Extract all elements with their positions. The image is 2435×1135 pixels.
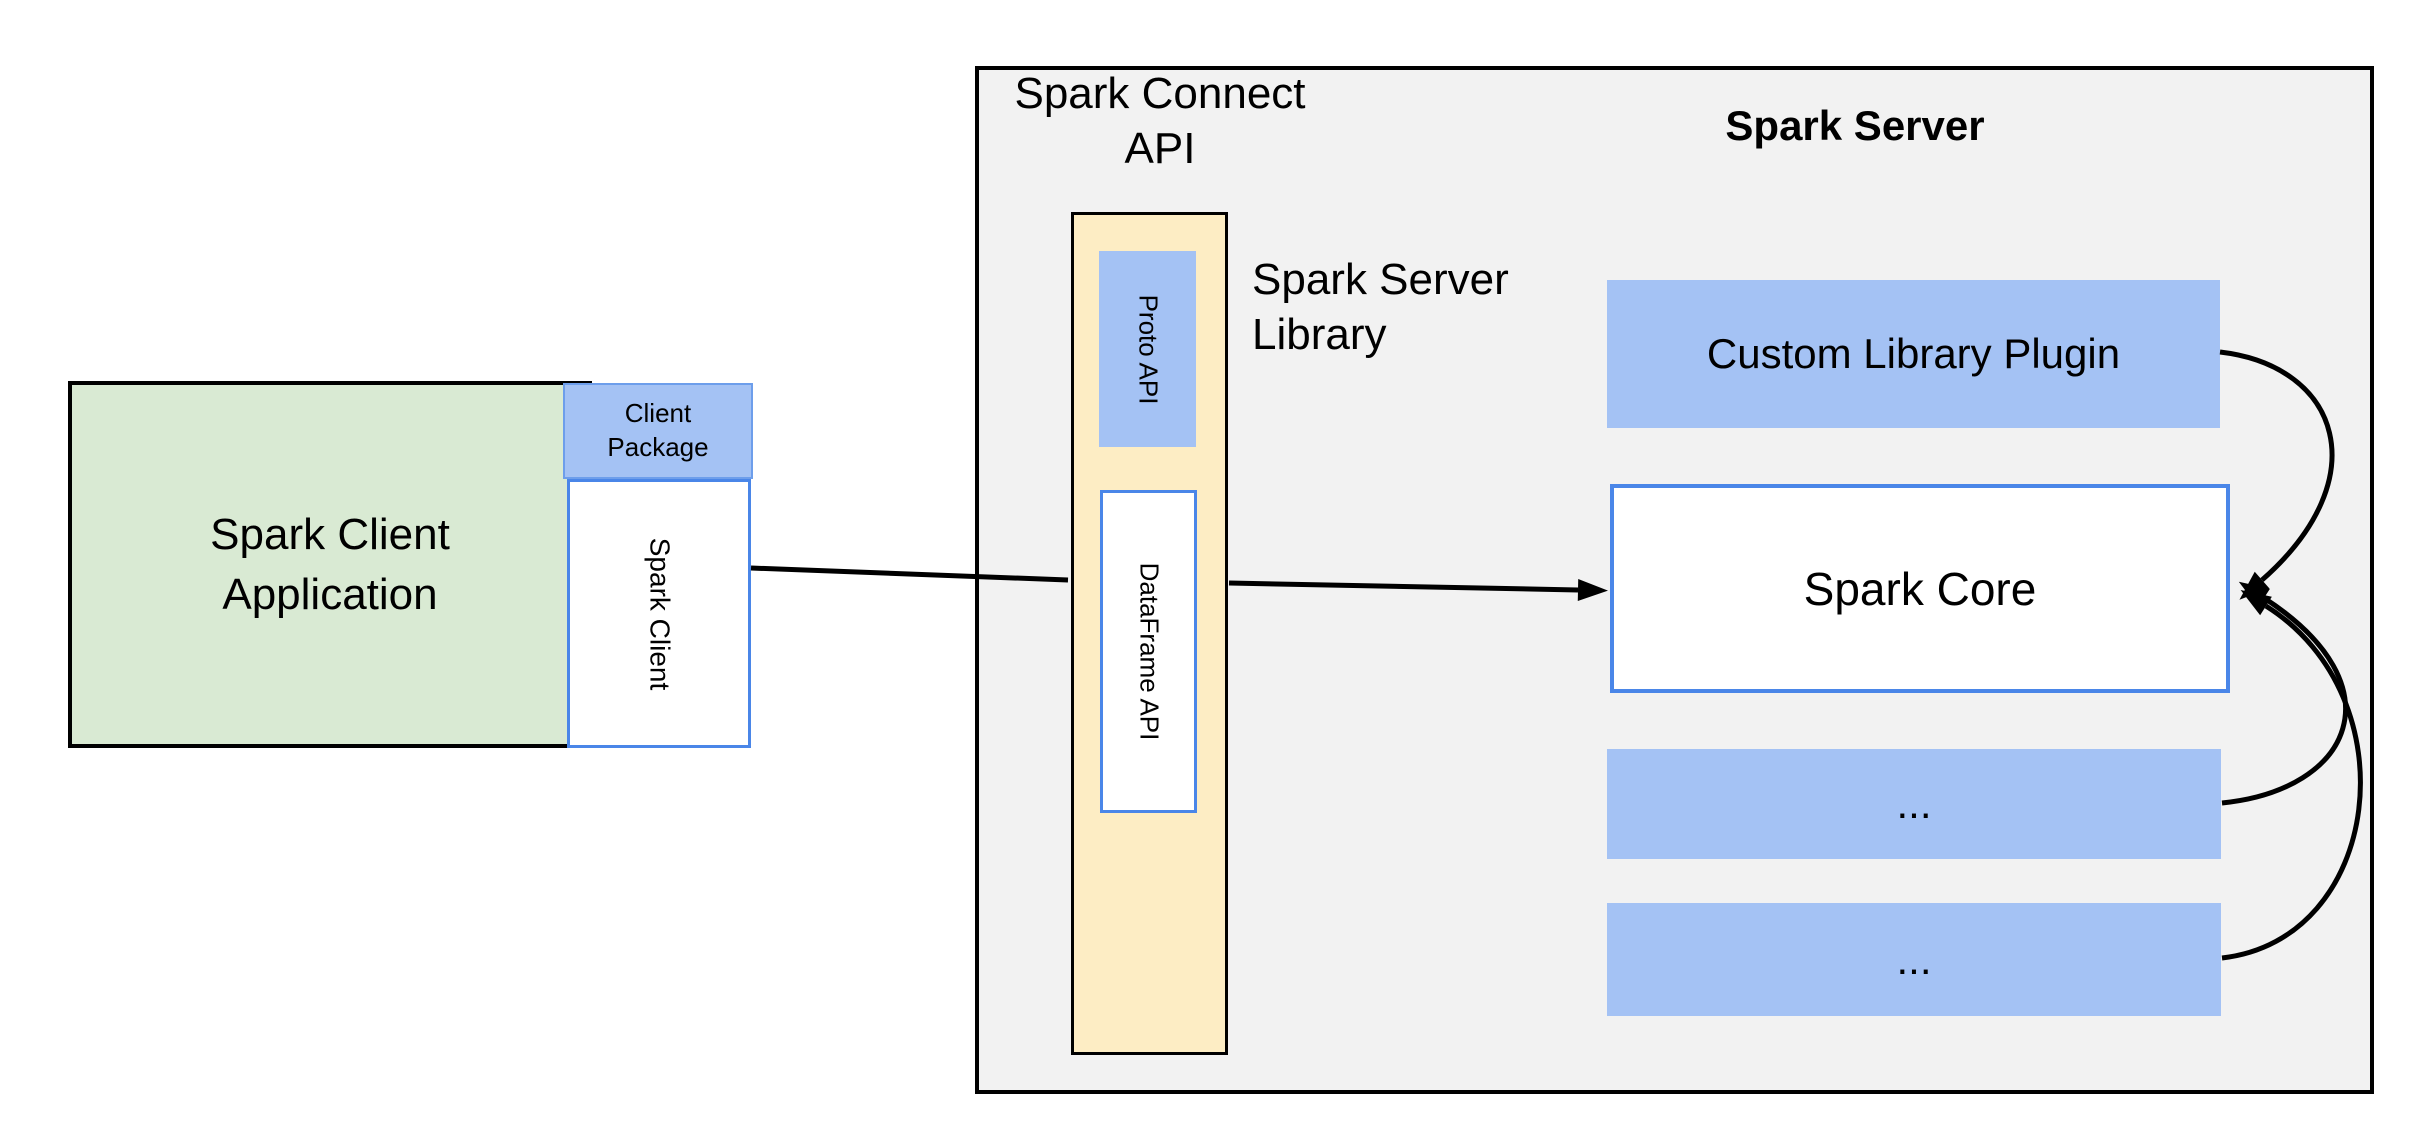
proto-api-label: Proto API [1133, 294, 1163, 404]
spark-core-label: Spark Core [1803, 562, 2037, 615]
other-plugin-box-2: ... [1607, 903, 2221, 1016]
proto-api-box: Proto API [1099, 251, 1196, 447]
client-package-label: Client Package [607, 398, 709, 462]
spark-server-library-label: Spark Server Library [1252, 255, 1509, 359]
spark-client-label: Spark Client [643, 537, 675, 690]
dataframe-api-label: DataFrame API [1134, 562, 1165, 741]
spark-server-title: Spark Server [1725, 102, 1985, 149]
dataframe-api-box: DataFrame API [1100, 490, 1197, 813]
custom-library-plugin-box: Custom Library Plugin [1607, 280, 2220, 428]
other-plugin-label-1: ... [1896, 780, 1932, 827]
other-plugin-label-2: ... [1896, 935, 1932, 983]
other-plugin-box-1: ... [1607, 749, 2221, 859]
spark-connect-api-label: Spark Connect API [1014, 69, 1306, 173]
spark-core-box: Spark Core [1610, 484, 2230, 693]
spark-client-box: Spark Client [567, 479, 751, 748]
custom-library-plugin-label: Custom Library Plugin [1706, 330, 2121, 377]
client-package-box: Client Package [563, 383, 753, 479]
spark-client-application-label: Spark Client Application [210, 510, 450, 619]
spark-client-application-box: Spark Client Application [68, 381, 592, 748]
